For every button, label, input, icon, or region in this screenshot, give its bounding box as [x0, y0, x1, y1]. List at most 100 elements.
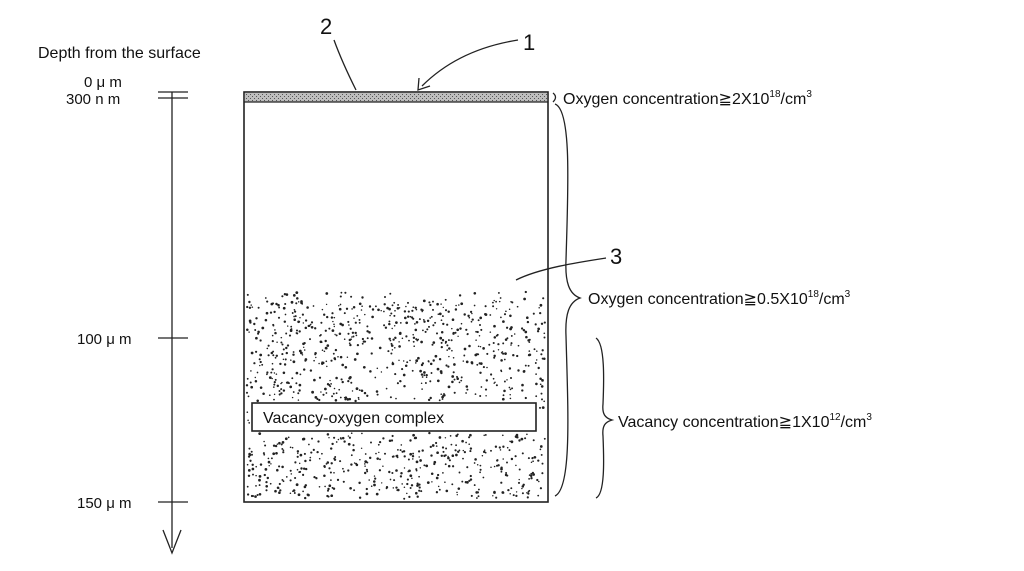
precipitate-dot: [369, 370, 372, 373]
precipitate-dot: [251, 306, 254, 308]
precipitate-dot: [429, 445, 432, 449]
precipitate-dot: [442, 306, 444, 309]
precipitate-dot: [432, 300, 434, 303]
precipitate-dot: [473, 484, 476, 487]
precipitate-dot: [258, 478, 261, 482]
precipitate-dot: [266, 300, 269, 303]
precipitate-dot: [479, 464, 482, 467]
precipitate-dot: [394, 309, 396, 312]
precipitate-dot: [420, 490, 423, 493]
precipitate-dot: [355, 387, 359, 391]
precipitate-dot: [326, 494, 329, 498]
precipitate-dot: [477, 345, 480, 348]
precipitate-dot: [309, 369, 313, 372]
precipitate-dot: [402, 360, 405, 362]
precipitate-dot: [266, 373, 268, 376]
precipitate-dot: [494, 381, 496, 383]
precipitate-dot: [527, 364, 530, 367]
precipitate-dot: [333, 387, 336, 390]
precipitate-dot: [350, 432, 353, 435]
precipitate-dot: [315, 477, 318, 480]
precipitate-dot: [271, 368, 274, 371]
precipitate-dot: [358, 496, 362, 499]
surface-oxygen-annotation: Oxygen concentration≧2X1018/cm3: [563, 89, 812, 108]
precipitate-dot: [490, 466, 492, 469]
precipitate-dot: [509, 388, 512, 391]
precipitate-dot: [468, 344, 471, 348]
precipitate-dot: [429, 396, 432, 400]
precipitate-dot: [502, 320, 505, 323]
precipitate-dot: [268, 464, 270, 467]
precipitate-dot: [303, 349, 306, 351]
precipitate-dot: [292, 351, 295, 353]
precipitate-dot: [307, 493, 310, 497]
precipitate-dot: [391, 349, 394, 351]
precipitate-dot: [414, 306, 417, 310]
precipitate-dot: [296, 297, 299, 300]
precipitate-dot: [343, 440, 346, 443]
precipitate-dot: [415, 491, 418, 495]
precipitate-dot: [453, 391, 456, 394]
precipitate-dot: [405, 305, 407, 308]
precipitate-dot: [360, 389, 363, 392]
precipitate-dot: [310, 451, 313, 454]
precipitate-dot: [388, 337, 391, 341]
precipitate-dot: [329, 385, 332, 388]
precipitate-dot: [495, 496, 498, 499]
precipitate-dot: [250, 494, 254, 498]
precipitate-dot: [403, 316, 407, 320]
precipitate-dot: [444, 481, 446, 483]
precipitate-dot: [390, 312, 393, 315]
precipitate-dot: [275, 373, 278, 375]
precipitate-dot: [337, 438, 340, 441]
precipitate-dot: [333, 325, 336, 328]
precipitate-dot: [473, 462, 476, 464]
precipitate-dot: [532, 460, 534, 463]
precipitate-dot: [450, 443, 453, 446]
precipitate-dot: [455, 444, 457, 447]
vacancy-brace: [595, 337, 615, 499]
precipitate-dot: [474, 353, 478, 357]
precipitate-dot: [255, 485, 257, 487]
precipitate-dot: [466, 332, 469, 336]
precipitate-dot: [497, 464, 500, 467]
precipitate-dot: [458, 294, 462, 297]
precipitate-dot: [425, 373, 428, 377]
precipitate-dot: [370, 352, 373, 355]
precipitate-dot: [325, 303, 328, 306]
precipitate-dot: [482, 476, 485, 479]
precipitate-dot: [258, 432, 262, 435]
precipitate-dot: [408, 495, 411, 499]
precipitate-dot: [370, 441, 372, 444]
precipitate-dot: [375, 390, 379, 393]
precipitate-dot: [246, 328, 249, 331]
precipitate-dot: [280, 392, 283, 395]
precipitate-dot: [414, 328, 418, 332]
precipitate-dot: [246, 305, 249, 309]
precipitate-dot: [440, 330, 444, 334]
precipitate-dot: [405, 321, 409, 325]
precipitate-dot: [476, 363, 479, 366]
precipitate-dot: [326, 433, 330, 436]
precipitate-dot: [257, 332, 260, 335]
precipitate-dot: [297, 301, 300, 303]
precipitate-dot: [454, 308, 458, 311]
precipitate-dot: [426, 481, 430, 484]
precipitate-dot: [392, 455, 395, 458]
precipitate-dot: [452, 357, 455, 359]
precipitate-dot: [359, 458, 361, 461]
precipitate-dot: [532, 312, 535, 315]
precipitate-dot: [254, 495, 257, 498]
precipitate-dot: [428, 325, 430, 328]
precipitate-dot: [532, 473, 535, 476]
precipitate-dot: [326, 344, 330, 347]
precipitate-dot: [506, 474, 509, 477]
precipitate-dot: [271, 340, 274, 343]
precipitate-dot: [309, 323, 312, 326]
precipitate-dot: [301, 313, 304, 316]
precipitate-dot: [442, 472, 444, 474]
precipitate-dot: [539, 445, 543, 448]
precipitate-dot: [282, 306, 286, 310]
precipitate-dot: [401, 450, 404, 453]
